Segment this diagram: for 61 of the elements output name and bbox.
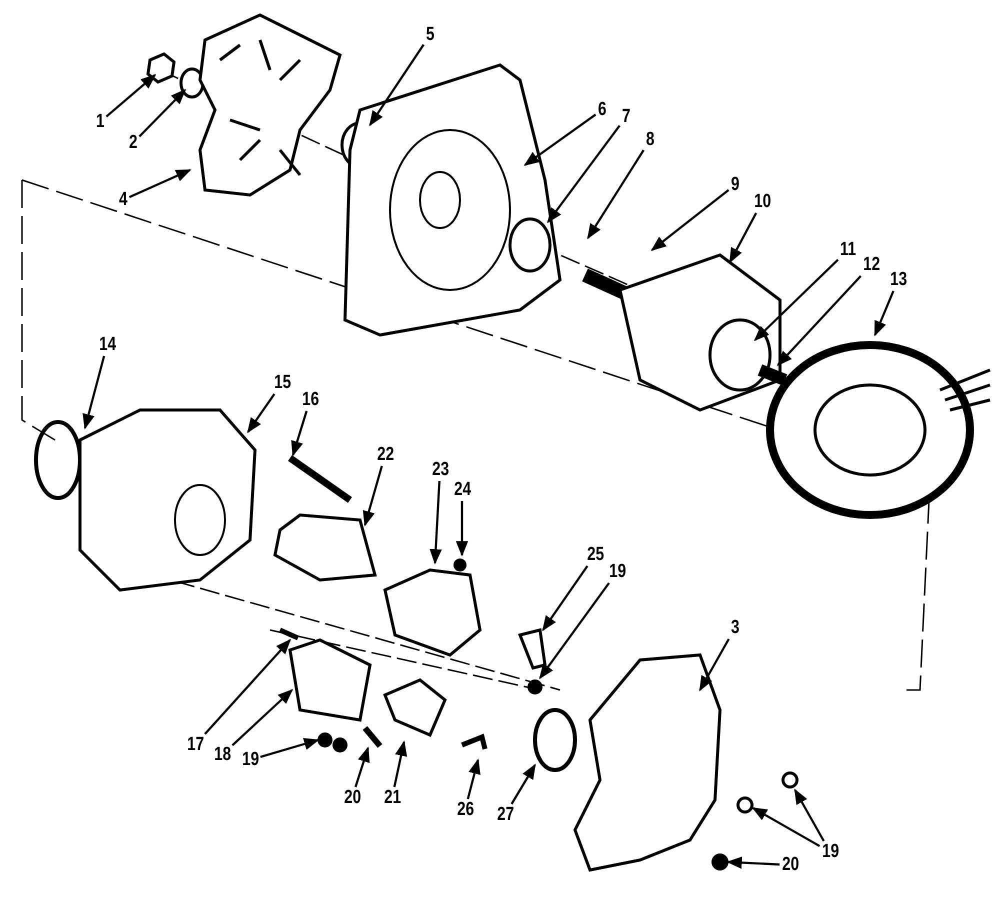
callout-number: 1: [96, 112, 104, 132]
leader-line: [393, 740, 408, 788]
callout-number: 17: [186, 735, 204, 755]
leader-line: [362, 466, 383, 526]
leader-line: [510, 764, 536, 805]
leader-line: [547, 124, 620, 224]
leader-line: [650, 189, 730, 251]
leader-line: [776, 275, 862, 366]
callout-number: 19: [608, 562, 626, 582]
callout-number: 19: [242, 750, 259, 770]
leader-line: [587, 150, 645, 240]
leader-line: [106, 74, 156, 118]
leader-line: [291, 410, 308, 456]
leader-line: [456, 501, 468, 557]
callout-number: 11: [840, 240, 856, 260]
callout-number: 25: [586, 545, 604, 565]
callout-number: 3: [730, 618, 740, 638]
leader-line: [729, 212, 758, 264]
callout-number: 14: [98, 335, 116, 355]
callout-number: 2: [128, 133, 138, 153]
leader-line: [247, 393, 276, 434]
callout-number: 13: [890, 270, 907, 290]
leader-line: [138, 88, 186, 138]
callout-number: 21: [384, 788, 401, 808]
leader-line: [430, 480, 442, 565]
leader-line: [754, 258, 839, 342]
leader-line: [726, 856, 780, 869]
callout-number: 16: [302, 390, 319, 410]
callout-number: 12: [862, 255, 880, 275]
callout-number: 26: [456, 800, 474, 820]
callout-number: 8: [646, 130, 654, 150]
leader-line: [794, 788, 825, 842]
callout-number: 10: [754, 192, 771, 212]
leader-line: [524, 114, 596, 166]
leader-line: [232, 688, 294, 746]
leader-line: [204, 638, 292, 735]
leader-line: [539, 582, 610, 680]
callout-number: 15: [274, 373, 291, 393]
leader-line: [128, 169, 192, 198]
leader-line: [369, 44, 425, 126]
leader-line: [354, 746, 370, 788]
leader-line: [542, 565, 588, 632]
callout-number: 20: [344, 788, 361, 808]
callout-number: 9: [730, 175, 740, 195]
callout-number: 18: [214, 745, 231, 765]
callout-number: 24: [454, 480, 471, 500]
leader-line: [874, 290, 894, 336]
leader-line: [260, 738, 320, 758]
leader-line: [466, 758, 480, 800]
callout-number: 19: [822, 842, 839, 862]
callout-number: 5: [426, 25, 434, 45]
callout-number: 20: [782, 855, 799, 875]
callout-number: 6: [598, 100, 606, 120]
leader-line: [82, 356, 106, 430]
callout-number: 4: [118, 190, 128, 210]
callout-number: 27: [496, 805, 514, 825]
leader-line: [752, 807, 820, 848]
callout-number: 23: [432, 460, 449, 480]
leader-line: [699, 638, 730, 692]
callout-number: 22: [376, 445, 394, 465]
callout-number: 7: [622, 107, 630, 127]
